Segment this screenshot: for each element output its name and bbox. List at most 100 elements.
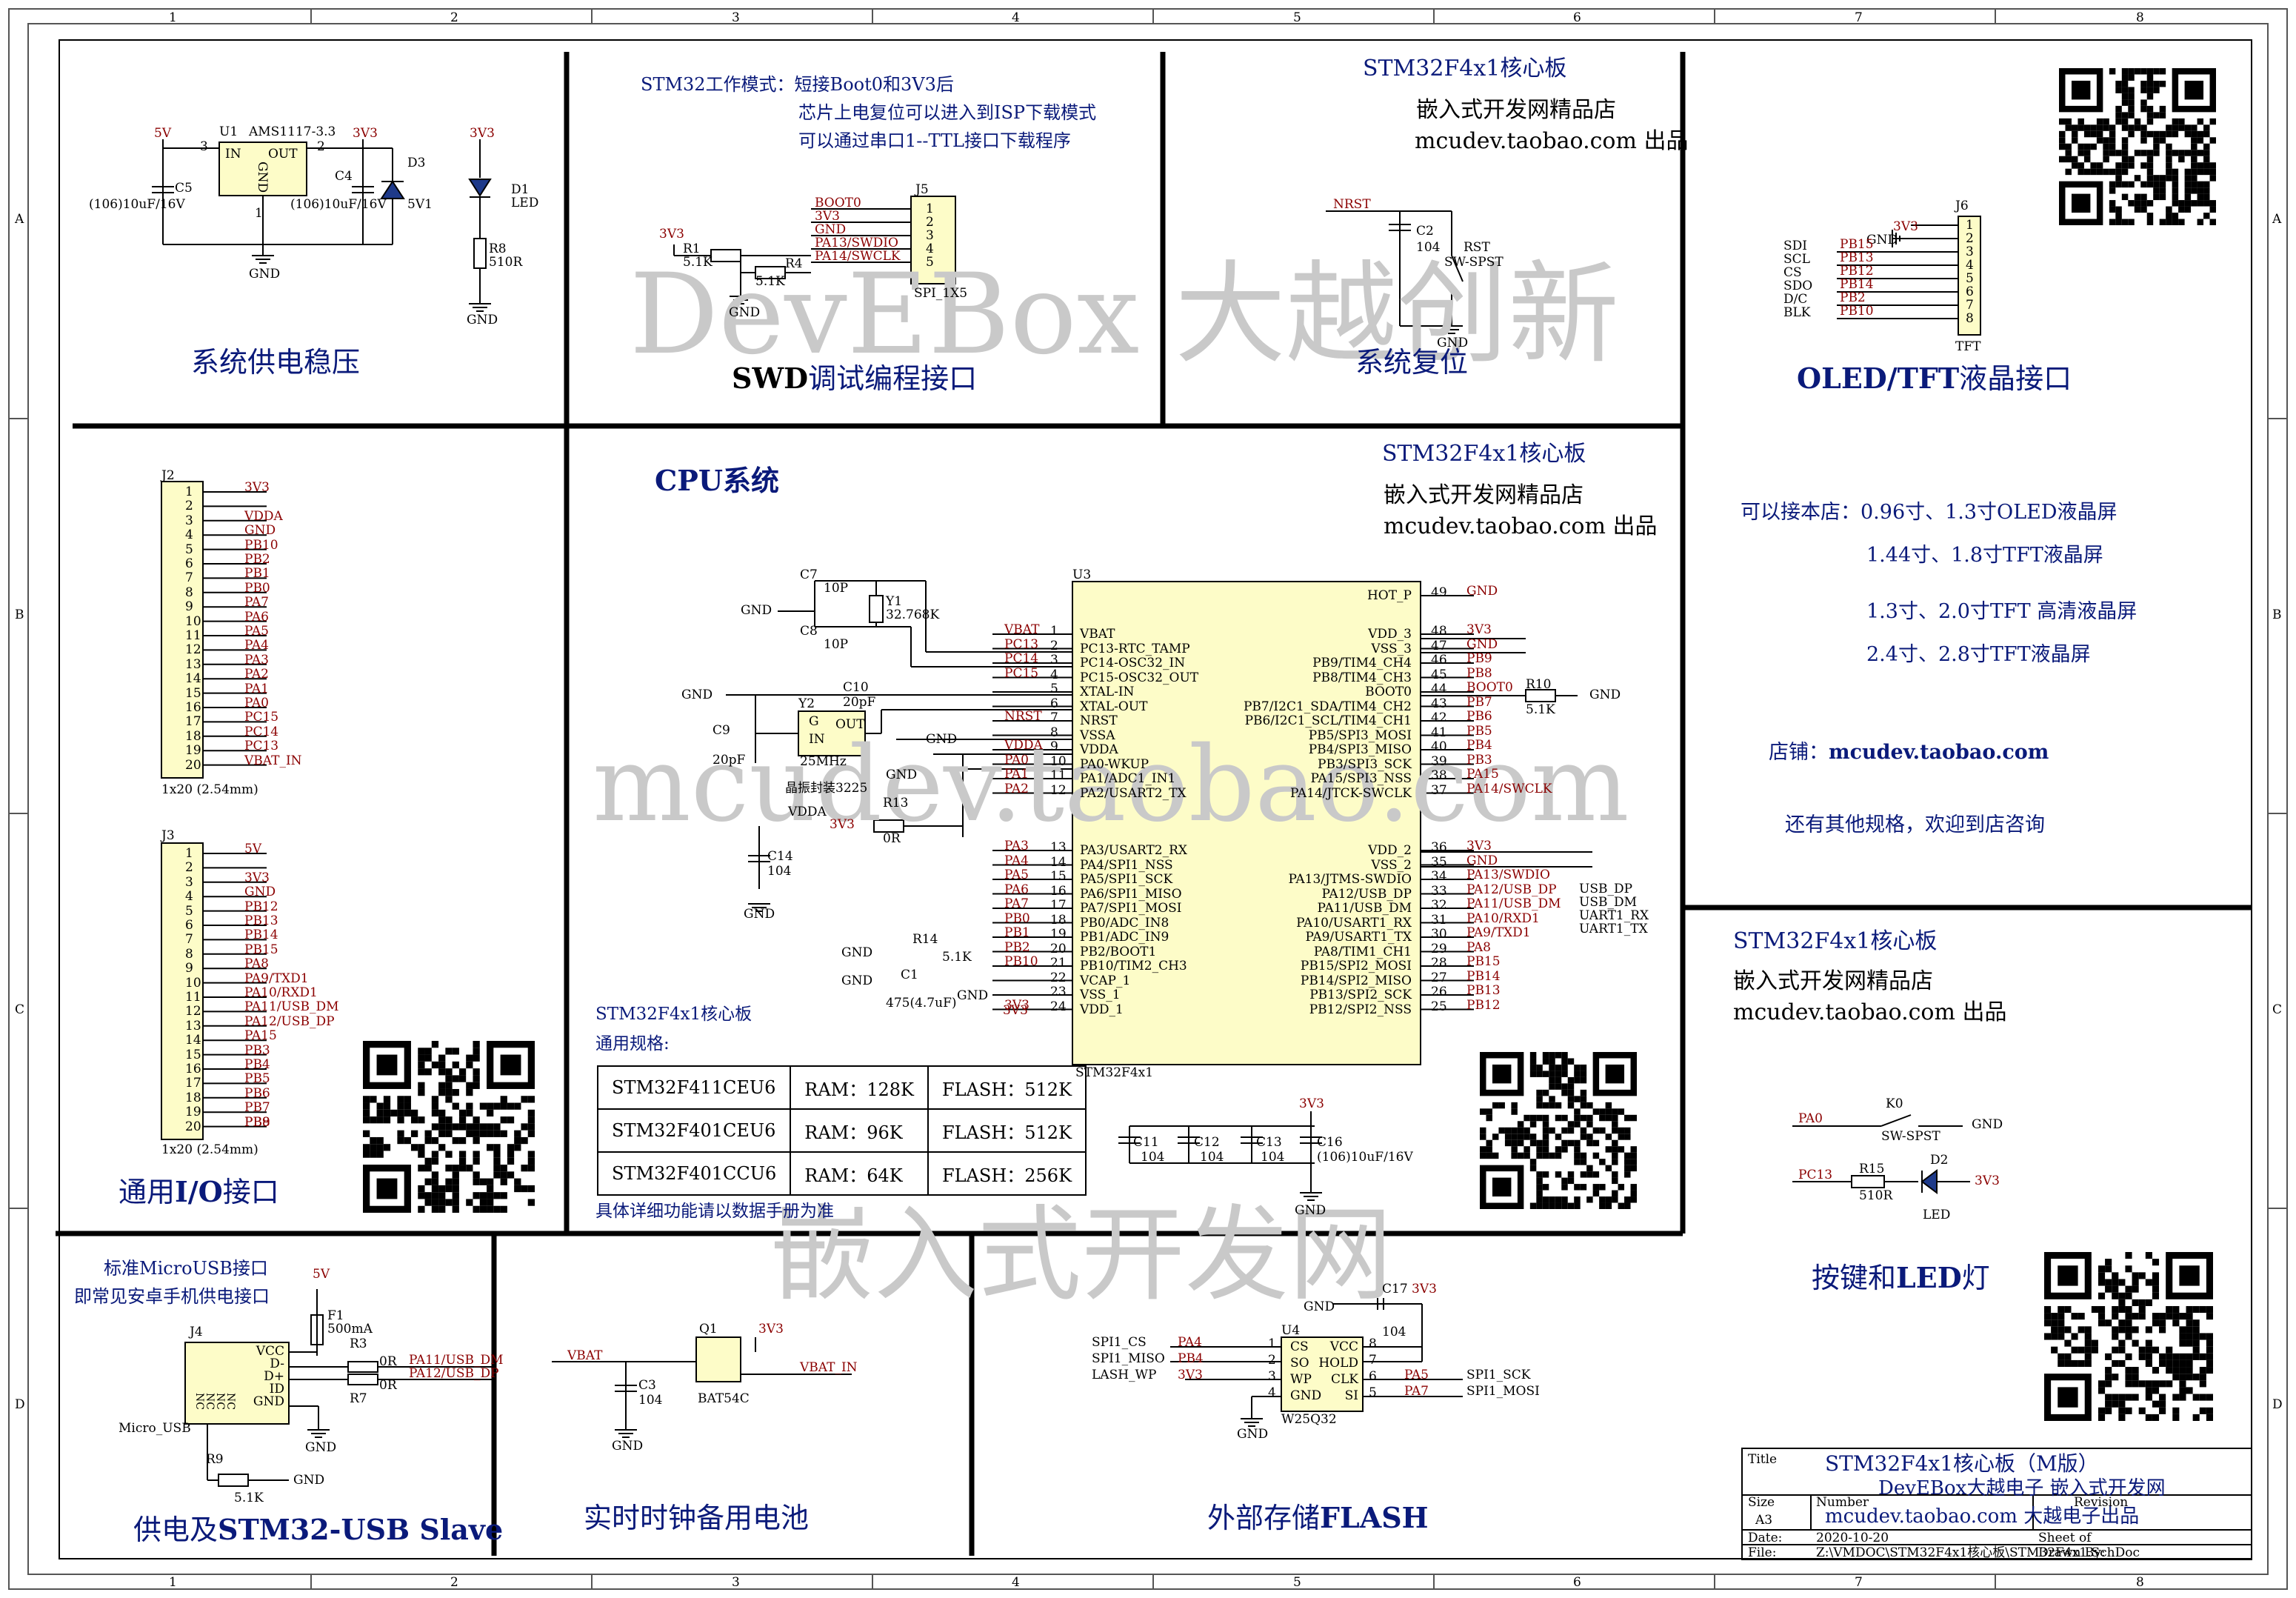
- flash-pin-num: 7: [1369, 1353, 1377, 1368]
- usb-dm: PA11/USB_DM: [409, 1353, 504, 1368]
- cpu-pin-name: PB6/I2C1_SCL/TIM4_CH1: [1244, 713, 1412, 728]
- power-title: 系统供电稳压: [191, 346, 361, 379]
- oled-pin: 7: [1966, 298, 1974, 313]
- c12-value: 104: [1200, 1150, 1224, 1165]
- j2-part: 1x20 (2.54mm): [161, 782, 258, 797]
- c10-ref: C10: [843, 680, 869, 695]
- cpu-pin-name: PA3/USART2_RX: [1080, 843, 1188, 858]
- k0-part: SW-SPST: [1881, 1129, 1940, 1144]
- r4-ref: R4: [785, 256, 803, 271]
- grid-col-2: 2: [450, 10, 458, 25]
- flash-gnd-c17: GND: [1304, 1299, 1335, 1314]
- watermark-cn: 嵌入式开发网: [770, 1195, 1393, 1316]
- cpu-gnd-y1: GND: [741, 603, 772, 618]
- cpu-pin-net: PA4: [1004, 853, 1029, 868]
- oled-pin: 6: [1966, 284, 1974, 299]
- j6-part: TFT: [1955, 339, 1981, 354]
- cpu-pin-net: PB5: [1466, 723, 1492, 739]
- cpu-pin-net: PB2: [1004, 939, 1030, 955]
- cpu-pin-num: 33: [1431, 883, 1447, 899]
- grid-row-b-right: B: [2272, 607, 2282, 622]
- cpu-pin-name: PB4/SPI3_MISO: [1308, 742, 1412, 757]
- cpu-pin-net: PB9: [1466, 651, 1492, 666]
- flash-pin-num: 4: [1268, 1385, 1276, 1400]
- cpu-pin-name: PA13/JTMS-SWDIO: [1288, 872, 1412, 887]
- header-net: PA10/RXD1: [244, 985, 318, 1000]
- header-net: PC13: [244, 739, 279, 754]
- cpu-pin-num: 2: [1050, 638, 1058, 653]
- r13-value: 0R: [883, 831, 901, 846]
- header-pin: 11: [185, 628, 201, 643]
- u4-ref: U4: [1281, 1323, 1301, 1338]
- header-net: PA1: [244, 681, 269, 696]
- r10-ref: R10: [1526, 677, 1552, 692]
- flash-pin-net: 3V3: [1178, 1368, 1203, 1382]
- io-title-bold: I/O: [175, 1175, 223, 1208]
- usb-5v: 5V: [313, 1267, 330, 1282]
- cpu-pin-num: 13: [1050, 840, 1067, 855]
- cpu-gnd-c14: GND: [744, 907, 775, 922]
- spec-cell: RAM：64K: [790, 1151, 929, 1196]
- cpu-pin-name: VSS_2: [1371, 857, 1412, 873]
- cpu-header: STM32F4x1核心板: [1382, 441, 1586, 467]
- keyled-header: STM32F4x1核心板: [1733, 928, 1938, 954]
- rtc-3v3: 3V3: [758, 1322, 784, 1336]
- cpu-pin-net: PA2: [1004, 781, 1029, 796]
- cpu-pin-net: PB1: [1004, 925, 1030, 940]
- header-pin: 18: [185, 1090, 201, 1105]
- cpu-pin-name: PA15/SPI3_NSS: [1310, 771, 1412, 786]
- grid-col-2-bottom: 2: [450, 1575, 458, 1590]
- keyled-title-bold: LED: [1896, 1261, 1962, 1294]
- cpu-pin-num: 5: [1050, 682, 1058, 696]
- header-net: PA8: [244, 956, 269, 972]
- y2-note: 晶振封装3225: [785, 781, 868, 796]
- led-pc13: PC13: [1798, 1168, 1833, 1182]
- grid-row-c-right: C: [2272, 1002, 2283, 1017]
- tb-size-label: Size: [1748, 1495, 1775, 1510]
- r3-ref: R3: [350, 1336, 367, 1351]
- keyled-title: 按键和LED灯: [1812, 1261, 1990, 1294]
- shop-line-1: 可以接本店：0.96寸、1.3寸OLED液晶屏: [1741, 501, 2118, 524]
- cpu-pin-net: PB8: [1466, 665, 1492, 681]
- swd-note-2: 芯片上电复位可以进入到ISP下载模式: [798, 102, 1097, 123]
- tb-file-label: File:: [1748, 1545, 1777, 1560]
- u1-pin2: 2: [317, 139, 325, 154]
- cpu-pin-name: XTAL-OUT: [1080, 699, 1148, 714]
- swd-3v3: 3V3: [659, 227, 684, 242]
- j5-net-4: PA13/SWDIO: [815, 236, 898, 250]
- cpu-title: CPU系统: [655, 464, 779, 497]
- flash-pin-net: PB4: [1178, 1351, 1204, 1366]
- cpu-pin-num: 35: [1431, 854, 1447, 870]
- cpu-pin-name: VSSA: [1080, 728, 1115, 743]
- oled-signal: SDI: [1783, 239, 1807, 253]
- cpu-pin-net: GND: [1466, 636, 1498, 652]
- q1-part: BAT54C: [698, 1391, 750, 1406]
- cpu-pin-name: PA6/SPI1_MISO: [1080, 886, 1182, 902]
- cpu-pin-num: 21: [1050, 956, 1067, 971]
- header-net: PA2: [244, 667, 269, 682]
- usb-pin-name: D-: [270, 1356, 284, 1371]
- cpu-pin-name: BOOT0: [1365, 685, 1412, 699]
- tb-title-label: Title: [1748, 1452, 1778, 1467]
- cpu-pin-num: 36: [1431, 840, 1447, 855]
- cpu-pin-num: 32: [1431, 898, 1447, 913]
- flash-3v3: 3V3: [1412, 1282, 1437, 1296]
- grid-col-6: 6: [1573, 10, 1581, 25]
- cpu-pin-num: 39: [1431, 753, 1447, 769]
- qr-code-top-right: [2059, 68, 2216, 225]
- spec-cell: RAM：128K: [790, 1065, 929, 1110]
- oled-title-rest: 液晶接口: [1959, 362, 2072, 395]
- cpu-pin-net: VBAT: [1004, 622, 1040, 637]
- header-pin: 19: [185, 743, 201, 759]
- c13-value: 104: [1261, 1150, 1285, 1165]
- spec-cell: STM32F401CEU6: [596, 1108, 792, 1153]
- cpu-pin-num: 27: [1431, 970, 1447, 985]
- cpu-pin-name: PA1/ADC1_IN1: [1080, 771, 1176, 786]
- flash-pin-num: 5: [1369, 1385, 1377, 1400]
- cpu-pin-num: 34: [1431, 869, 1447, 884]
- header-pin: 7: [185, 932, 193, 948]
- cpu-pin-net: PA8: [1466, 939, 1491, 955]
- tb-line-2: DevEBox大越电子 嵌入式开发网: [1878, 1477, 2166, 1499]
- header-pin: 17: [185, 1076, 201, 1091]
